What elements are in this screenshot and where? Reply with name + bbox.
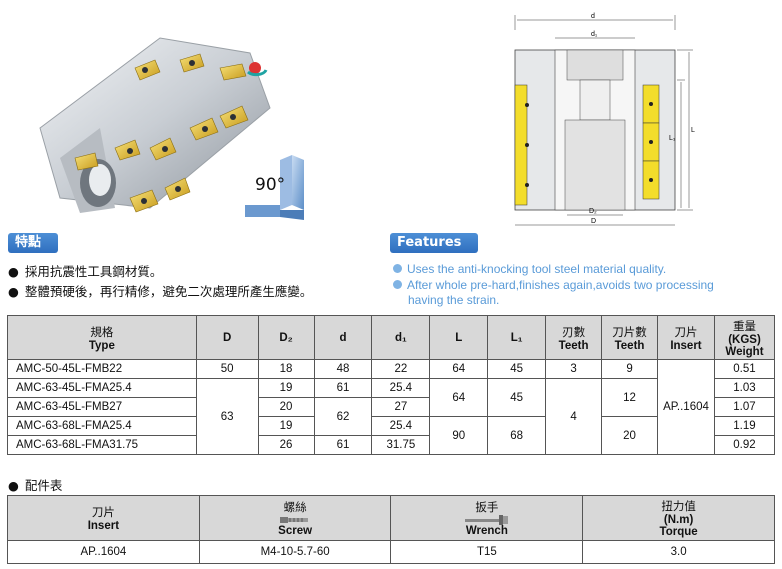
type-cell: AMC-63-68L-FMA31.75 xyxy=(7,435,197,455)
features-en-header: Features xyxy=(390,233,478,253)
header-weight: 重量(KGS) Weight xyxy=(713,315,776,360)
parts-title: ●配件表 xyxy=(8,478,63,493)
parts-header-wrench: 扳手 Wrench xyxy=(390,495,584,541)
table-row: AMC-63-68L-FMA31.75 26 61 31.75 0.92 xyxy=(7,435,776,455)
feature-cn-item: ●採用抗震性工具鋼材質。 xyxy=(8,264,163,279)
dim-L1-label: L₁ xyxy=(669,135,676,142)
header-D: D xyxy=(195,315,259,360)
feature-en-item: After whole pre-hard,finishes again,avoi… xyxy=(393,278,714,292)
table-row: AMC-63-45L-FMA25.4 63 19 61 25.4 64 45 4… xyxy=(7,378,776,455)
dim-D2-label: D₂ xyxy=(589,208,597,215)
technical-drawing: d d₁ L L₁ D₂ D xyxy=(514,13,695,226)
wrench-icon xyxy=(464,515,508,525)
type-cell: AMC-63-45L-FMA25.4 xyxy=(7,378,197,398)
parts-header-torque: 扭力值(N.m) Torque xyxy=(582,495,775,541)
type-cell: AMC-50-45L-FMB22 xyxy=(7,359,197,379)
dim-d-label: d xyxy=(591,13,595,20)
feature-cn-item: ●整體預硬後，再行精修，避免二次處理所產生應變。 xyxy=(8,284,313,299)
table-row: AP..1604 M4-10-5.7-60 T15 3.0 xyxy=(7,540,775,564)
angle-label: 90° xyxy=(255,175,286,195)
feature-en-item: Uses the anti-knocking tool steel materi… xyxy=(393,262,666,276)
features-cn-header: 特點 xyxy=(8,233,58,253)
table-row: AMC-50-45L-FMB22 50 18 48 22 64 45 3 9 A… xyxy=(7,359,776,455)
dim-D-label: D xyxy=(591,218,596,225)
type-cell: AMC-63-68L-FMA25.4 xyxy=(7,416,197,436)
angle-block-icon xyxy=(245,155,304,220)
parts-header-screw: 螺絲 Screw xyxy=(198,495,392,541)
header-L1: L₁ xyxy=(487,315,547,360)
dim-d1-label: d₁ xyxy=(591,31,598,38)
screw-icon xyxy=(280,517,309,523)
type-cell: AMC-63-45L-FMB27 xyxy=(7,397,197,417)
header-D2: D₂ xyxy=(257,315,315,360)
insert-cell: AP..1604 xyxy=(657,359,715,455)
header-d1: d₁ xyxy=(371,315,431,360)
feature-en-item-continued: having the strain. xyxy=(408,293,500,307)
header-L: L xyxy=(429,315,489,360)
dim-L-label: L xyxy=(691,127,695,134)
cutter-photo xyxy=(39,37,271,213)
header-d: d xyxy=(313,315,373,360)
